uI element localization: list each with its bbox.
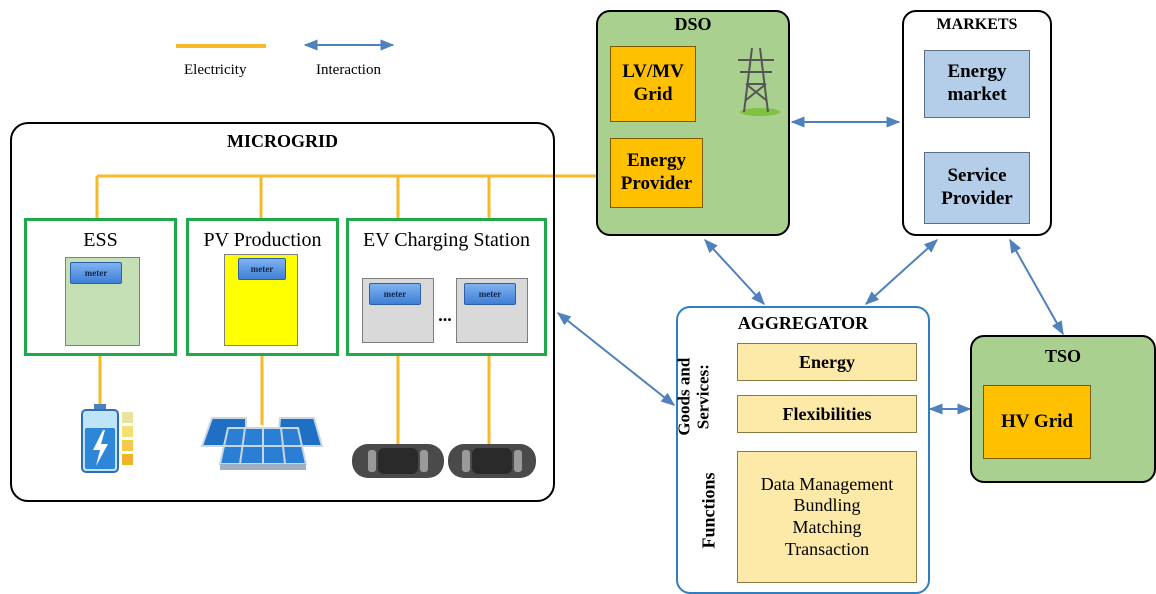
dso-energy-provider-box: Energy Provider (610, 138, 703, 208)
ev-station-label: EV Charging Station (362, 229, 531, 251)
solar-panel-icon (200, 417, 324, 470)
legend-electricity-label: Electricity (184, 62, 247, 78)
dso-pylon-icon (738, 47, 780, 116)
function-item: Data Management (760, 473, 894, 494)
tso-title: TSO (1044, 346, 1082, 366)
car-icon-1 (352, 444, 444, 478)
ev-meter-2: meter (464, 283, 516, 305)
aggregator-functions-box: Data Management Bundling Matching Transa… (737, 451, 917, 583)
function-item: Transaction (784, 538, 870, 559)
aggregator-flexibilities-box: Flexibilities (737, 395, 917, 433)
markets-title: MARKETS (936, 16, 1018, 33)
pv-meter: meter (238, 258, 286, 280)
goods-services-label: Goods and Services: (674, 357, 712, 436)
dso-title: DSO (674, 14, 712, 34)
service-provider-box: Service Provider (924, 152, 1030, 224)
function-item: Bundling (793, 495, 861, 516)
car-icon-2 (448, 444, 536, 478)
dso-grid-box: LV/MV Grid (610, 46, 696, 122)
battery-icon (81, 404, 133, 473)
ess-meter: meter (70, 262, 122, 284)
legend-interaction-label: Interaction (316, 62, 381, 78)
functions-label: Functions (698, 472, 719, 549)
microgrid-container (10, 122, 555, 502)
aggregator-title: AGGREGATOR (737, 313, 869, 333)
ev-ellipsis: ... (438, 305, 452, 325)
energy-market-box: Energy market (924, 50, 1030, 118)
aggregator-energy-box: Energy (737, 343, 917, 381)
function-item: Matching (792, 517, 862, 537)
tso-hv-grid-box: HV Grid (983, 385, 1091, 459)
pv-label: PV Production (203, 229, 322, 251)
ev-meter-1: meter (369, 283, 421, 305)
electricity-lines (95, 122, 654, 445)
ess-label: ESS (83, 229, 118, 251)
microgrid-title: MICROGRID (227, 131, 338, 151)
